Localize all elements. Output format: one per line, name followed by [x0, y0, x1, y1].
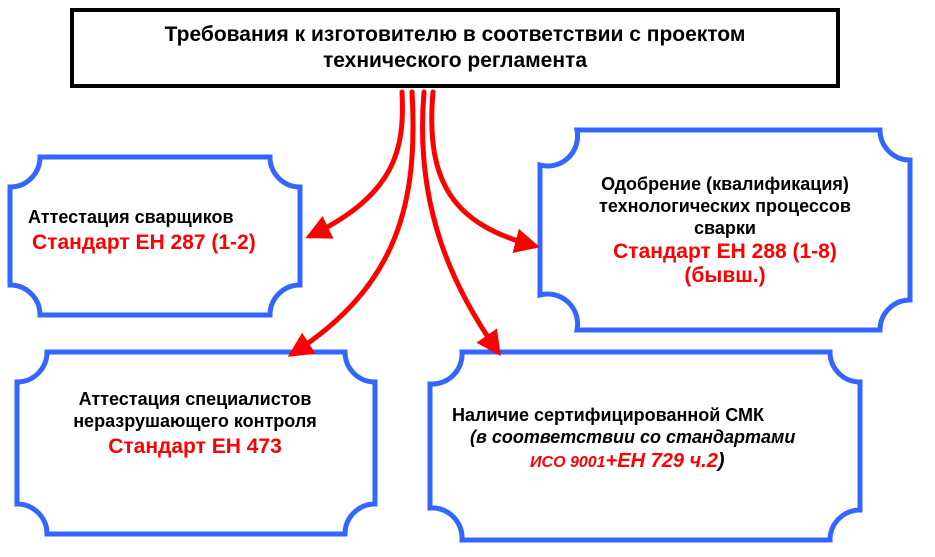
title-line-1: Требования к изготовителю в соответствии… [164, 23, 746, 46]
welders-label: Аттестация сварщиков [28, 207, 234, 227]
ndt-standard: Стандарт ЕН 473 [108, 435, 282, 458]
welders-standard: Стандарт ЕН 287 (1-2) [32, 231, 256, 254]
procedures-line-2: технологических процессов [599, 196, 851, 216]
qms-close: ) [717, 450, 725, 472]
title-line-2: технического регламента [322, 49, 588, 72]
arrow-to-qms [420, 89, 501, 357]
ndt-frame [14, 349, 378, 537]
procedures-standard: Стандарт ЕН 288 (1-8) [613, 240, 837, 263]
arrow-to-ndt [287, 89, 416, 357]
qms-text: Наличие сертифицированной СМК (в соответ… [452, 404, 852, 474]
qms-en: +ЕН 729 ч.2 [605, 450, 718, 472]
arrow-to-welders [305, 89, 405, 239]
qms-iso: ИСО 9001 [530, 454, 606, 471]
ndt-line-2: неразрушающего контроля [73, 411, 317, 431]
ndt-line-1: Аттестация специалистов [78, 389, 312, 409]
welders-frame [7, 154, 303, 318]
procedures-line-1: Одобрение (квалификация) [601, 174, 849, 194]
qms-line-3: ИСО 9001+ЕН 729 ч.2) [530, 450, 852, 474]
qms-line-2: (в соответствии со стандартами [470, 427, 796, 447]
procedures-frame [537, 127, 913, 333]
procedures-line-3: сварки [694, 218, 756, 238]
qms-line-1: Наличие сертифицированной СМК [452, 405, 765, 425]
qms-frame [427, 349, 863, 543]
arrow-to-procedures [429, 89, 540, 254]
welders-text: Аттестация сварщиков Стандарт ЕН 287 (1-… [28, 206, 256, 254]
procedures-text: Одобрение (квалификация) технологических… [560, 173, 890, 287]
procedures-note: (бывш.) [684, 264, 766, 287]
title-box: Требования к изготовителю в соответствии… [70, 8, 840, 88]
ndt-text: Аттестация специалистов неразрушающего к… [40, 388, 350, 458]
